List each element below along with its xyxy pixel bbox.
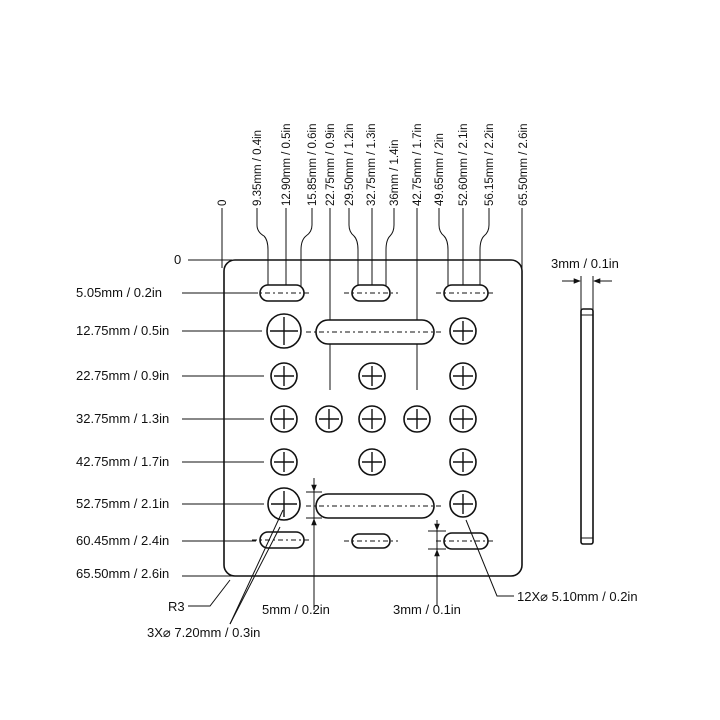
side-view: 3mm / 0.1in: [551, 256, 619, 545]
small-hole-callout: 12X⌀ 5.10mm / 0.2in: [517, 589, 638, 604]
top-dim-label: 65.50mm / 2.6in: [518, 124, 530, 206]
left-dim-label: 42.75mm / 1.7in: [76, 454, 169, 469]
top-dim-label: 52.60mm / 2.1in: [458, 124, 470, 206]
corner-radius-label: R3: [168, 599, 185, 614]
top-dim-label: 42.75mm / 1.7in: [412, 124, 424, 206]
slot-gap-dimensions: 5mm / 0.2in 3mm / 0.1in: [262, 478, 461, 617]
left-origin-label: 0: [174, 252, 181, 267]
mounting-holes: [266, 313, 477, 521]
top-dim-label: 32.75mm / 1.3in: [366, 124, 378, 206]
top-dim-label: 9.35mm / 0.4in: [252, 130, 264, 206]
top-dim-label: 15.85mm / 0.6in: [307, 124, 319, 206]
slots: [252, 284, 496, 550]
plate-side-profile: [580, 308, 594, 545]
left-dim-label: 52.75mm / 2.1in: [76, 496, 169, 511]
slot-gap-left-label: 5mm / 0.2in: [262, 602, 330, 617]
left-dim-label: 22.75mm / 0.9in: [76, 368, 169, 383]
top-dim-label: 22.75mm / 0.9in: [325, 124, 337, 206]
top-dim-label: 29.50mm / 1.2in: [344, 124, 356, 206]
left-dim-label: 65.50mm / 2.6in: [76, 566, 169, 581]
left-dim-label: 5.05mm / 0.2in: [76, 285, 162, 300]
top-leader-lines: [221, 208, 523, 390]
top-dim-label: 12.90mm / 0.5in: [281, 124, 293, 206]
left-dimension-labels: 0 5.05mm / 0.2in 12.75mm / 0.5in 22.75mm…: [76, 252, 181, 581]
top-dim-label: 49.65mm / 2in: [434, 133, 446, 206]
left-dim-label: 60.45mm / 2.4in: [76, 533, 169, 548]
thickness-label: 3mm / 0.1in: [551, 256, 619, 271]
top-dim-label: 36mm / 1.4in: [389, 140, 401, 206]
top-dimension-labels: 0 9.35mm / 0.4in 12.90mm / 0.5in 15.85mm…: [217, 124, 530, 206]
large-hole-callout: 3X⌀ 7.20mm / 0.3in: [147, 625, 260, 640]
top-dim-label: 56.15mm / 2.2in: [484, 124, 496, 206]
left-dim-label: 32.75mm / 1.3in: [76, 411, 169, 426]
top-origin-label: 0: [217, 200, 229, 206]
left-leader-lines: [182, 259, 264, 577]
callouts: R3 3X⌀ 7.20mm / 0.3in 12X⌀ 5.10mm / 0.2i…: [147, 509, 638, 640]
slot-gap-right-label: 3mm / 0.1in: [393, 602, 461, 617]
left-dim-label: 12.75mm / 0.5in: [76, 323, 169, 338]
